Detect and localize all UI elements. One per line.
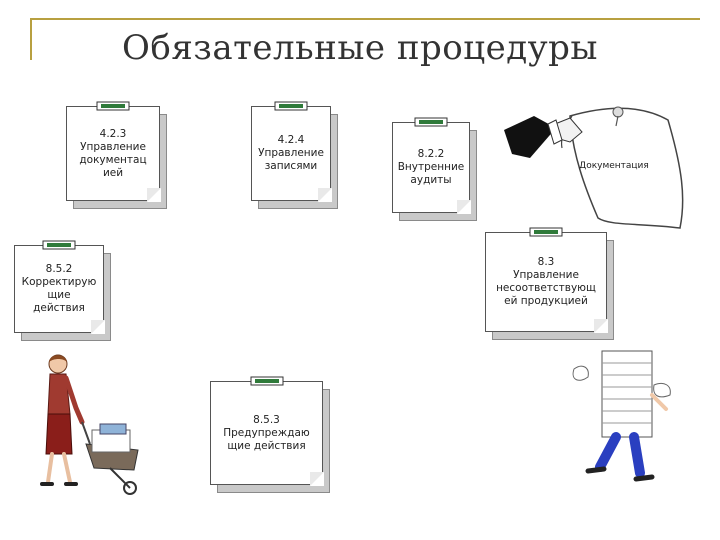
clip-icon xyxy=(96,101,130,111)
note-line: действия xyxy=(33,302,85,314)
clip-icon xyxy=(529,227,563,237)
arm-sleeve xyxy=(504,116,556,158)
clip-icon xyxy=(414,117,448,127)
note-paper xyxy=(66,106,160,201)
note-line: 4.2.4 xyxy=(277,134,305,146)
cart-frame xyxy=(109,467,131,489)
clip-icon xyxy=(274,101,308,111)
note-label: 8.3 Управление несоответствующ ей продук… xyxy=(487,232,605,332)
clip-icon xyxy=(250,376,283,386)
note-line: 8.5.2 xyxy=(45,263,73,275)
man-shoes xyxy=(585,466,655,482)
note-4-2-4[interactable]: 4.2.4 Управление записями xyxy=(251,101,338,209)
documentation-clipart: Документация xyxy=(504,106,684,229)
man-legs xyxy=(595,432,645,478)
note-fold xyxy=(594,319,608,333)
paper-stack xyxy=(601,350,653,438)
note-line: Корректирую xyxy=(21,276,97,288)
note-paper xyxy=(485,232,607,332)
note-8-3[interactable]: 8.3 Управление несоответствующ ей продук… xyxy=(485,227,614,340)
man-with-papers-clipart xyxy=(572,350,671,482)
note-line: Управление xyxy=(80,140,146,153)
note-label: 8.5.2 Корректирую щие действия xyxy=(16,245,102,333)
page-title: Обязательные процедуры xyxy=(122,28,598,68)
note-line: записями xyxy=(264,160,318,172)
pushpin-icon xyxy=(612,106,624,127)
woman-arm xyxy=(63,375,85,425)
flying-paper xyxy=(572,365,589,381)
note-fold xyxy=(147,188,161,202)
document-sheet xyxy=(569,107,684,229)
note-8-2-2[interactable]: 8.2.2 Внутренние аудиты xyxy=(392,117,477,221)
note-line: щие xyxy=(47,289,71,301)
note-8-5-3[interactable]: 8.5.3 Предупреждаю щие действия xyxy=(210,376,330,493)
cart-handle xyxy=(81,421,91,445)
note-fold xyxy=(310,472,324,486)
note-label: 8.2.2 Внутренние аудиты xyxy=(394,122,468,213)
note-label: 4.2.3 Управление документац ией xyxy=(68,106,158,201)
clip-icon xyxy=(42,240,76,250)
note-line: 4.2.3 xyxy=(99,127,127,140)
note-line: 8.5.3 xyxy=(253,413,280,426)
note-paper xyxy=(392,122,470,213)
note-label: 8.5.3 Предупреждаю щие действия xyxy=(212,381,321,485)
note-line: аудиты xyxy=(410,174,452,186)
documentation-label: Документация xyxy=(579,161,649,171)
note-fold xyxy=(91,320,105,334)
cuff-shape xyxy=(547,119,563,145)
top-frame-line xyxy=(30,18,700,20)
note-line: ей продукцией xyxy=(504,295,588,307)
note-line: несоответствующ xyxy=(496,282,596,294)
note-line: Предупреждаю xyxy=(223,426,310,439)
note-line: 8.2.2 xyxy=(417,148,445,160)
flying-paper xyxy=(653,382,671,398)
note-line: Внутренние xyxy=(397,161,465,173)
note-8-5-2[interactable]: 8.5.2 Корректирую щие действия xyxy=(14,240,111,341)
man-arm xyxy=(650,393,668,411)
note-label: 4.2.4 Управление записями xyxy=(253,106,329,201)
cart-papers-blue xyxy=(99,423,127,435)
woman-skirt xyxy=(45,413,73,455)
woman-legs xyxy=(46,452,72,484)
note-line: ией xyxy=(102,166,124,179)
note-line: щие действия xyxy=(227,439,306,452)
note-line: 8.3 xyxy=(537,256,555,268)
note-paper xyxy=(210,381,323,485)
note-paper xyxy=(14,245,104,333)
woman-hair xyxy=(49,355,67,362)
note-fold xyxy=(318,188,332,202)
woman-with-cart-clipart xyxy=(40,354,139,495)
left-frame-line xyxy=(30,18,32,60)
note-line: Управление xyxy=(258,147,324,159)
note-line: Управление xyxy=(513,269,579,281)
note-fold xyxy=(457,200,471,214)
note-line: документац xyxy=(79,153,147,166)
note-4-2-3[interactable]: 4.2.3 Управление документац ией xyxy=(66,101,167,209)
